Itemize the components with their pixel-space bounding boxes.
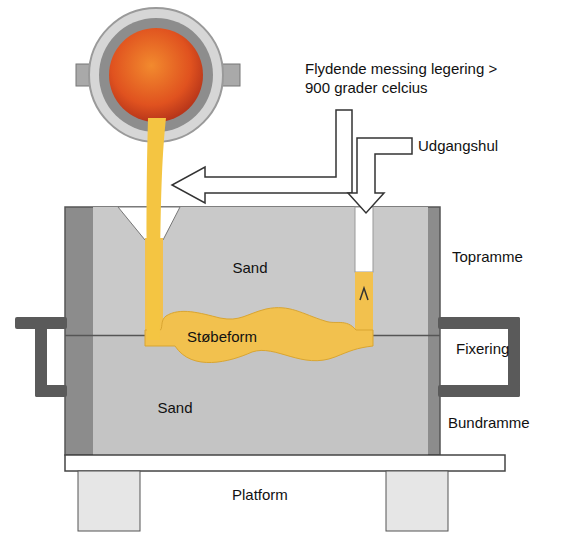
platform-leg	[386, 471, 448, 531]
molten-metal	[109, 28, 203, 122]
platform-plate	[65, 455, 505, 471]
part-label: Fixering	[456, 340, 509, 359]
riser-empty	[355, 207, 373, 272]
ladle-ring	[99, 18, 213, 132]
region-label-box: Sand	[228, 257, 271, 280]
part-label: Topramme	[452, 248, 523, 267]
region-name: Sand	[232, 259, 267, 278]
part-label: Platform	[232, 486, 288, 505]
callout-arrow	[348, 138, 412, 213]
platform-leg	[78, 471, 140, 531]
callout-arrow	[172, 110, 352, 203]
region-name: Sand	[157, 399, 192, 418]
part-label: Udgangshul	[418, 137, 498, 156]
region-label-box: Støbeform	[183, 326, 261, 349]
part-label: Flydende messing legering > 900 grader c…	[305, 60, 505, 98]
region-label-box: Sand	[153, 397, 196, 420]
bottom-sand	[93, 336, 428, 455]
casting-cavity	[145, 308, 373, 363]
clamp	[15, 317, 520, 397]
region-name: Støbeform	[187, 328, 257, 347]
part-label: Bundramme	[448, 414, 530, 433]
flow-arrow	[360, 288, 368, 300]
flask-frame	[65, 207, 440, 455]
pour-stream	[147, 118, 166, 340]
